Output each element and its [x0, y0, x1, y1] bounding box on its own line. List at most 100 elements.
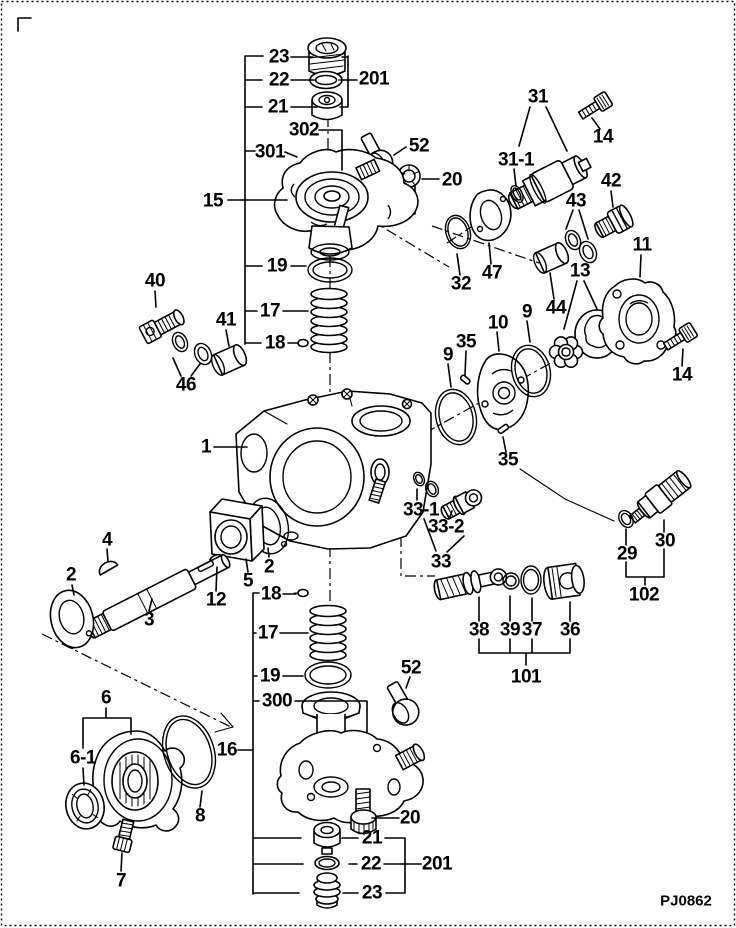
part-label-6: 6 — [101, 688, 111, 709]
part-label-302: 302 — [289, 120, 319, 141]
part-plug-42 — [594, 204, 634, 239]
part-label-23: 23 — [269, 47, 289, 68]
part-label-9: 9 — [443, 345, 453, 366]
leader-lines — [71, 55, 684, 895]
parts-layer — [49, 37, 699, 909]
part-key-4 — [98, 560, 119, 576]
part-housing-1 — [235, 388, 432, 550]
corner-mark — [17, 17, 32, 32]
part-label-101: 101 — [511, 667, 542, 688]
part-label-33-1: 33-1 — [403, 500, 440, 521]
part-seal-52-bottom — [386, 681, 420, 726]
part-label-21: 21 — [362, 828, 383, 849]
part-label-14: 14 — [593, 127, 614, 148]
part-label-40: 40 — [145, 271, 165, 292]
part-label-15: 15 — [203, 191, 224, 212]
part-bolt-14-top — [577, 91, 614, 120]
part-head-16 — [276, 691, 426, 824]
bracket-bottom — [237, 592, 422, 895]
part-spring-17-bottom — [309, 604, 347, 662]
part-label-29: 29 — [617, 544, 637, 565]
part-label-13: 13 — [570, 261, 590, 282]
part-flange-6 — [92, 730, 186, 832]
part-label-201: 201 — [359, 69, 390, 90]
part-label-300: 300 — [262, 691, 292, 712]
part-label-38: 38 — [469, 620, 489, 641]
part-plug-bottom — [313, 872, 341, 909]
part-label-43: 43 — [566, 191, 586, 212]
part-oring-31-1 — [510, 184, 524, 204]
part-bushing-44 — [532, 242, 570, 274]
part-washers-46 — [171, 331, 213, 366]
part-label-14: 14 — [672, 365, 693, 386]
part-label-19: 19 — [267, 256, 287, 277]
part-label-201: 201 — [422, 854, 453, 875]
part-seal-6-1 — [65, 782, 105, 830]
part-label-3: 3 — [144, 610, 154, 631]
part-label-46: 46 — [176, 375, 196, 396]
part-plate-2-left — [49, 589, 95, 650]
part-label-4: 4 — [102, 530, 113, 551]
part-cap-bottom — [313, 821, 341, 855]
part-label-32: 32 — [451, 274, 471, 295]
part-spring-17-top — [310, 287, 348, 354]
drawing-code: PJ0862 — [660, 893, 712, 910]
part-label-102: 102 — [629, 585, 659, 606]
part-orings-33-1 — [412, 471, 440, 498]
part-bolt-7 — [112, 818, 135, 854]
part-plug-18-top — [293, 338, 309, 348]
part-plate-10 — [476, 353, 530, 431]
part-label-2: 2 — [264, 557, 274, 578]
part-label-11: 11 — [632, 235, 652, 256]
part-cover-11 — [598, 278, 677, 365]
part-label-8: 8 — [195, 806, 205, 827]
part-label-21: 21 — [268, 97, 289, 118]
part-oring-29 — [618, 509, 634, 529]
part-pin-35-upper — [459, 374, 471, 385]
part-shaft-3 — [85, 553, 231, 639]
part-oring-8 — [161, 715, 217, 789]
part-label-12: 12 — [206, 590, 226, 611]
part-label-7: 7 — [116, 871, 126, 892]
part-label-39: 39 — [500, 620, 520, 641]
part-label-2: 2 — [66, 565, 76, 586]
part-label-52: 52 — [409, 136, 429, 157]
part-holder-36 — [543, 562, 585, 600]
part-label-5: 5 — [243, 571, 254, 592]
part-label-47: 47 — [482, 263, 502, 284]
part-label-18: 18 — [261, 584, 281, 605]
part-label-19: 19 — [260, 666, 280, 687]
bracket-101 — [478, 595, 571, 666]
part-label-1: 1 — [201, 437, 212, 458]
part-label-41: 41 — [216, 310, 237, 331]
part-label-22: 22 — [269, 70, 289, 91]
part-gasket-47 — [469, 189, 512, 242]
part-sensor-30 — [628, 469, 692, 524]
part-label-52: 52 — [401, 658, 421, 679]
part-label-20: 20 — [442, 170, 462, 191]
bracket-top — [227, 55, 358, 345]
part-oring-9-left — [434, 388, 478, 446]
part-bolt-20-bottom — [350, 788, 377, 836]
part-oring-9-right — [510, 344, 552, 398]
part-label-22: 22 — [361, 854, 381, 875]
part-label-35: 35 — [456, 332, 477, 353]
part-cam-ring-5 — [209, 498, 265, 562]
bracket-102 — [625, 519, 665, 586]
part-label-16: 16 — [217, 740, 237, 761]
label-leaders — [71, 106, 684, 872]
part-label-37: 37 — [522, 620, 542, 641]
part-label-17: 17 — [258, 623, 278, 644]
part-label-20: 20 — [400, 808, 420, 829]
part-label-31: 31 — [528, 87, 549, 108]
part-oring-19-bottom — [304, 661, 352, 689]
part-ring-39 — [502, 572, 520, 590]
part-label-301: 301 — [255, 142, 286, 163]
part-label-23: 23 — [362, 883, 382, 904]
part-label-44: 44 — [546, 298, 567, 319]
part-washers-43 — [564, 229, 598, 264]
